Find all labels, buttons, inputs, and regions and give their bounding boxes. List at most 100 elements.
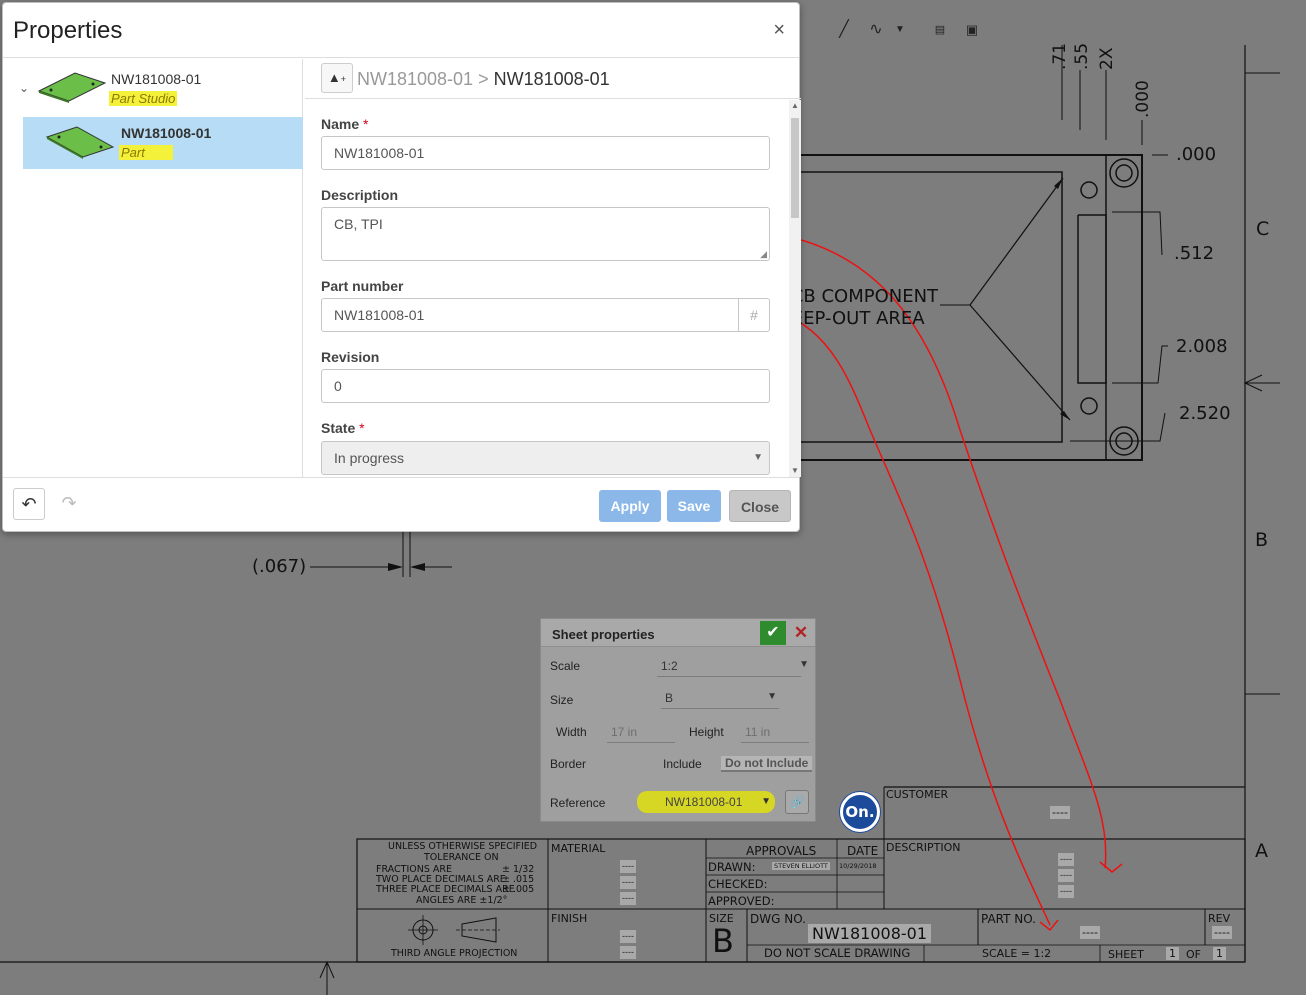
dialog-title: Properties [13, 17, 123, 44]
dwg-no-label: DWG NO. [750, 912, 806, 926]
height-value: 11 in [745, 725, 771, 739]
redo-icon[interactable]: ↷ [61, 493, 77, 513]
tolerance-text: TOLERANCE ON [424, 852, 499, 863]
reference-select[interactable]: NW181008-01 ▼ [637, 791, 775, 813]
date-label: DATE [847, 844, 879, 858]
of-label: OF [1186, 948, 1201, 961]
tolerance-text: THREE PLACE DECIMALS ARE [376, 884, 515, 895]
link-icon[interactable]: 🔗 [785, 790, 809, 814]
part-studio-thumbnail-icon [37, 72, 107, 103]
drawn-by: STEVEN ELLIOTT [772, 862, 830, 870]
name-value: NW181008-01 [334, 145, 425, 161]
keep-out-note-line1: PCB COMPONENT [780, 286, 939, 307]
dialog-footer: ↶ ↷ Apply Save Close [3, 477, 799, 531]
scale-select[interactable]: 1:2 ▼ [657, 659, 809, 677]
dim-label: .000 [1133, 80, 1153, 118]
apply-button[interactable]: Apply [599, 490, 661, 522]
drawing-toolbar: ╱ ∿ ▼ ▤ ▣ [800, 0, 1306, 56]
close-icon[interactable]: × [773, 19, 785, 41]
name-label-text: Name [321, 116, 360, 132]
zone-label: A [1255, 840, 1268, 862]
description-textarea[interactable]: CB, TPI ◢ [321, 207, 770, 261]
close-button[interactable]: Close [729, 490, 791, 522]
undo-icon[interactable]: ↶ [13, 488, 45, 520]
border-not-include-option[interactable]: Do not Include [721, 756, 813, 772]
confirm-check-icon[interactable]: ✔ [760, 621, 786, 645]
description-value: ---- [1058, 885, 1074, 898]
generate-number-icon[interactable]: # [739, 298, 770, 332]
sheet-total: 1 [1213, 947, 1226, 960]
form-scrollbar[interactable]: ▲ ▼ [789, 100, 801, 477]
size-select[interactable]: B ▼ [661, 691, 779, 709]
material-value: ---- [620, 892, 636, 905]
tree-item-part-studio[interactable]: ⌄ NW181008-01 Part Studio [3, 63, 303, 115]
breadcrumb-current: NW181008-01 [493, 69, 610, 89]
image-insert-icon[interactable]: ▣ [965, 22, 979, 37]
size-value: B [712, 922, 734, 960]
part-number-label: Part number [321, 278, 404, 294]
breadcrumb: ▲+ NW181008-01 > NW181008-01 [305, 59, 801, 99]
border-include-option[interactable]: Include [663, 757, 702, 771]
description-value: CB, TPI [334, 216, 383, 232]
scroll-up-icon[interactable]: ▲ [791, 101, 799, 110]
properties-form-panel: ▲+ NW181008-01 > NW181008-01 Name * NW18… [305, 59, 801, 477]
state-value: In progress [334, 450, 405, 466]
finish-value: ---- [620, 930, 636, 943]
sheet-properties-panel: Sheet properties ✔ ✕ Scale 1:2 ▼ Size B … [540, 618, 816, 822]
finish-value: ---- [620, 946, 636, 959]
name-label: Name * [321, 116, 368, 132]
zone-label: C [1256, 218, 1270, 240]
tolerance-text: FRACTIONS ARE [376, 864, 452, 875]
spline-tool-icon[interactable]: ∿ [869, 21, 883, 38]
company-logo: On. [840, 792, 880, 832]
zone-label: B [1255, 529, 1269, 551]
dim-label: 2.520 [1179, 403, 1231, 424]
revision-label: Revision [321, 349, 380, 365]
finish-label: FINISH [551, 912, 588, 925]
required-mark: * [363, 116, 369, 132]
width-label: Width [556, 725, 587, 739]
rev-label: REV [1208, 912, 1231, 925]
tree-item-part[interactable]: NW181008-01 Part [23, 117, 303, 169]
properties-dialog: Properties × ⌄ NW181008-01 Part Studio N… [2, 2, 801, 532]
chevron-down-icon[interactable]: ▼ [895, 24, 905, 35]
state-select[interactable]: In progress ▼ [321, 441, 770, 475]
tolerance-text: ± .015 [502, 874, 535, 885]
line-tool-icon[interactable]: ╱ [839, 21, 849, 38]
insert-part-icon[interactable]: ▲+ [321, 63, 353, 93]
border-label: Border [550, 757, 587, 771]
chevron-down-icon[interactable]: ⌄ [19, 81, 30, 95]
scroll-down-icon[interactable]: ▼ [791, 466, 799, 475]
description-value: ---- [1058, 869, 1074, 882]
scale-label: Scale [550, 659, 581, 673]
part-number-input[interactable]: NW181008-01 [321, 298, 739, 332]
revision-input[interactable]: 0 [321, 369, 770, 403]
sheet-properties-title: Sheet properties [552, 627, 655, 642]
customer-label: CUSTOMER [886, 788, 949, 801]
projection-label: THIRD ANGLE PROJECTION [391, 948, 518, 959]
part-no-value: ---- [1080, 925, 1100, 939]
customer-value: ---- [1050, 805, 1070, 819]
chevron-down-icon: ▼ [767, 691, 777, 702]
height-input[interactable]: 11 in [741, 725, 809, 743]
resize-handle-icon[interactable]: ◢ [760, 249, 767, 259]
dim-label: 2X [1097, 47, 1117, 70]
approvals-label: APPROVALS [746, 844, 817, 858]
dxf-export-icon[interactable]: ▤ [934, 24, 946, 36]
part-no-label: PART NO. [981, 912, 1037, 926]
tolerance-text: UNLESS OTHERWISE SPECIFIED [388, 841, 538, 852]
sheet-number: 1 [1166, 947, 1179, 960]
dim-label: (.067) [252, 556, 307, 577]
breadcrumb-separator: > [478, 69, 489, 89]
breadcrumb-path: NW181008-01 > NW181008-01 [357, 69, 610, 90]
width-value: 17 in [611, 725, 638, 739]
close-icon[interactable]: ✕ [793, 623, 809, 642]
tolerance-text: ± 1/32 [502, 864, 535, 875]
save-button[interactable]: Save [667, 490, 721, 522]
name-input[interactable]: NW181008-01 [321, 136, 770, 170]
height-label: Height [689, 725, 724, 739]
breadcrumb-parent[interactable]: NW181008-01 [357, 69, 474, 89]
scrollbar-thumb[interactable] [791, 118, 799, 218]
width-input[interactable]: 17 in [607, 725, 675, 743]
dim-label: .55 [1072, 42, 1092, 70]
